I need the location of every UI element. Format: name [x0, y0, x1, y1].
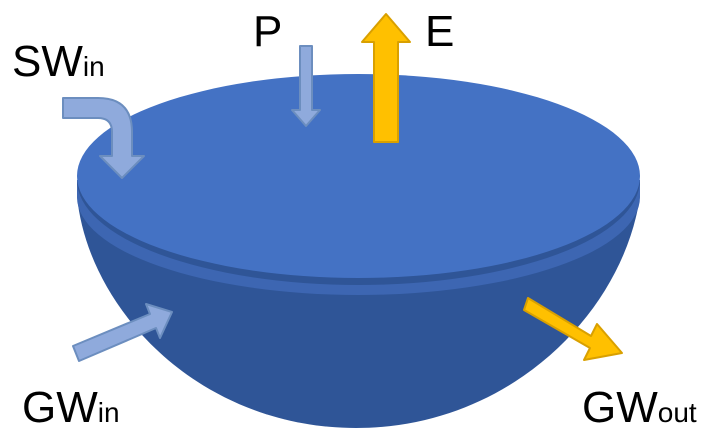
gw-out-label-main: GW: [582, 383, 658, 432]
sw-in-label: SWin: [12, 40, 105, 84]
evaporation-arrow: [361, 13, 411, 143]
water-surface: [77, 74, 640, 278]
groundwater-outflow-arrow: [523, 297, 623, 361]
gw-in-label-main: GW: [22, 383, 98, 432]
gw-out-label: GWout: [582, 386, 697, 430]
surface-water-inflow-arrow: [62, 97, 145, 179]
groundwater-inflow-arrow: [72, 303, 173, 362]
gw-in-label-sub: in: [97, 397, 120, 428]
sw-in-label-sub: in: [82, 51, 105, 82]
gw-in-label: GWin: [22, 386, 120, 430]
evaporation-label-text: E: [425, 7, 455, 56]
precipitation-arrow: [291, 45, 321, 127]
gw-out-label-sub: out: [657, 397, 697, 428]
sw-in-label-main: SW: [12, 37, 83, 86]
precipitation-label-text: P: [253, 7, 283, 56]
evaporation-label: E: [425, 10, 454, 54]
precipitation-label: P: [253, 10, 282, 54]
